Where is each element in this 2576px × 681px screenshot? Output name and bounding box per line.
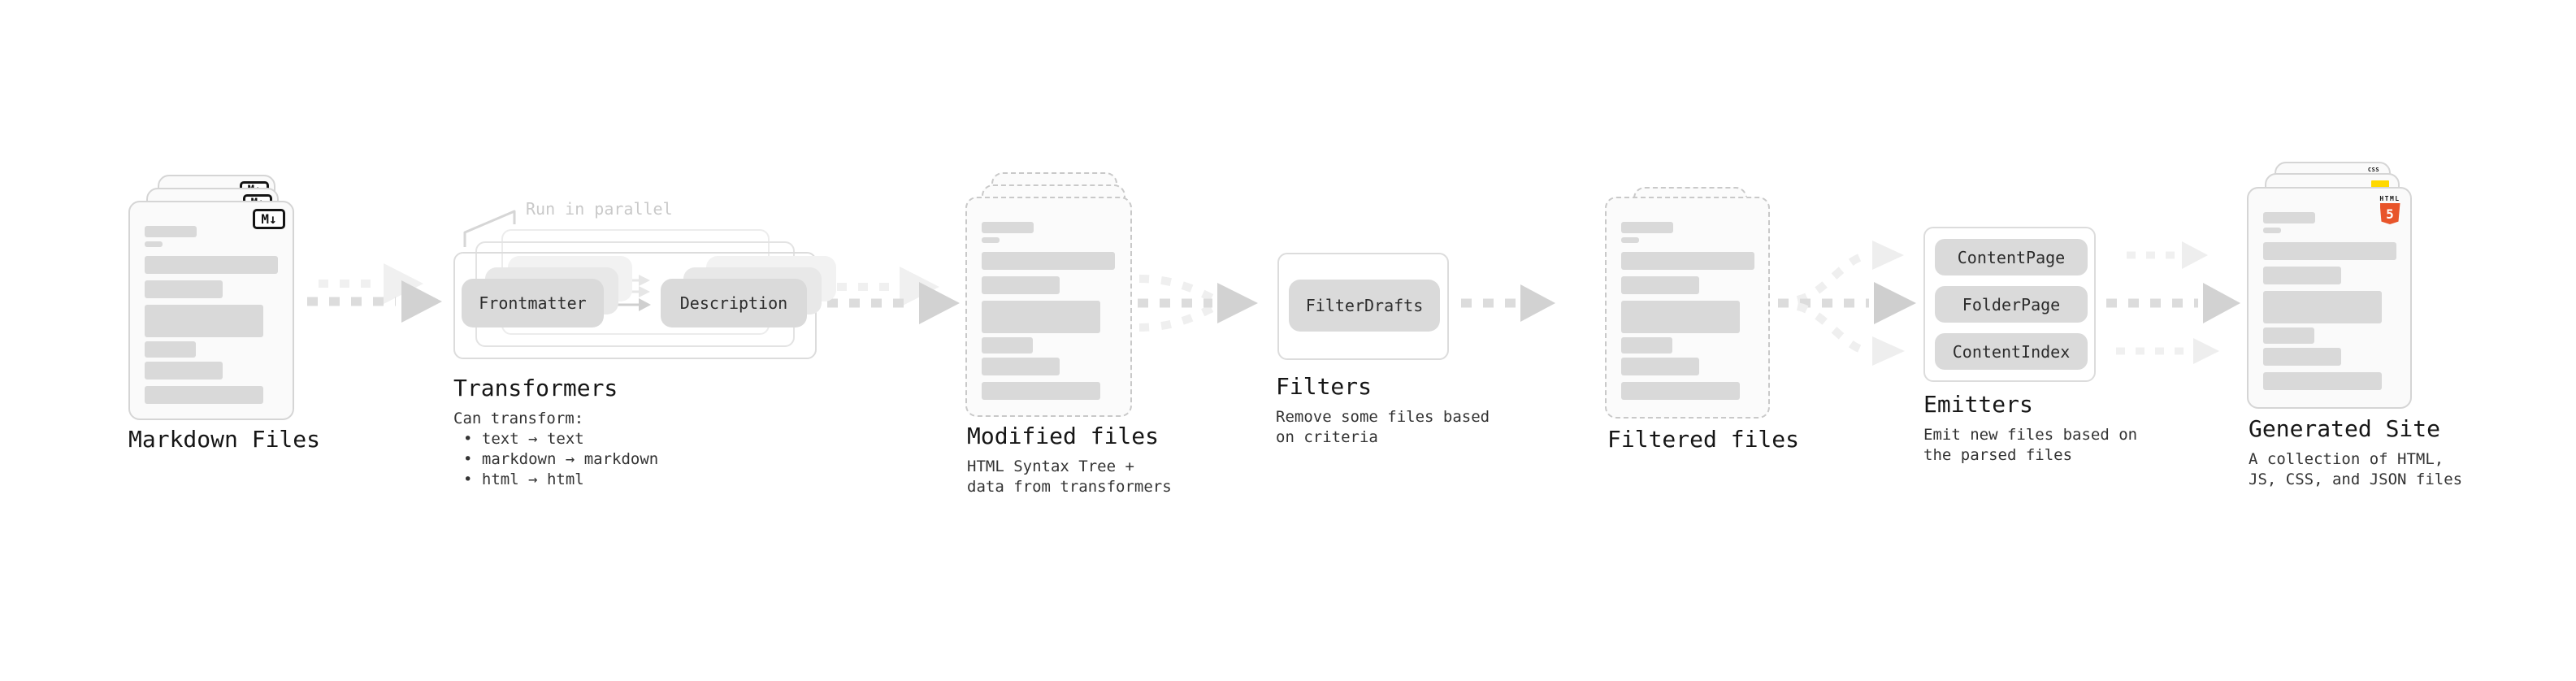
placeholder-line — [1621, 382, 1740, 400]
markdown-file-card-front: M↓ — [128, 201, 294, 420]
description-pill: Description — [661, 279, 807, 327]
placeholder-line — [1621, 252, 1754, 270]
placeholder-line — [2263, 291, 2382, 323]
run-in-parallel-label: Run in parallel — [526, 199, 673, 219]
filters-description: Remove some files based on criteria — [1276, 408, 1490, 446]
placeholder-line — [2263, 212, 2315, 223]
placeholder-line — [1621, 301, 1740, 333]
modified-file-card-front — [965, 197, 1132, 417]
placeholder-line — [982, 252, 1115, 270]
placeholder-line — [145, 241, 163, 247]
html5-icon: HTML 5 — [2379, 195, 2400, 224]
placeholder-line — [145, 280, 223, 298]
modified-files-description: HTML Syntax Tree + data from transformer… — [967, 458, 1172, 496]
placeholder-line — [1621, 276, 1699, 294]
placeholder-line — [982, 358, 1060, 375]
arrow-emitters-to-generated — [2106, 241, 2240, 364]
placeholder-line — [1621, 358, 1699, 375]
contentpage-pill: ContentPage — [1935, 239, 2088, 275]
markdown-icon: M↓ — [253, 209, 285, 229]
emitters-title: Emitters — [1923, 391, 2033, 418]
placeholder-line — [2263, 228, 2281, 233]
generated-site-description: A collection of HTML, JS, CSS, and JSON … — [2249, 450, 2463, 488]
placeholder-line — [982, 337, 1033, 354]
filters-box: FilterDrafts — [1277, 253, 1449, 360]
generated-site-title: Generated Site — [2249, 415, 2441, 442]
placeholder-line — [1621, 337, 1672, 354]
placeholder-line — [982, 222, 1034, 233]
filters-title: Filters — [1276, 373, 1373, 400]
placeholder-line — [145, 305, 263, 337]
placeholder-line — [2263, 242, 2396, 260]
frontmatter-pill: Frontmatter — [462, 279, 604, 327]
arrow-filtered-to-emitters — [1778, 241, 1916, 366]
generated-file-card-front: HTML 5 — [2247, 187, 2412, 409]
filtered-file-card-front — [1605, 197, 1770, 419]
placeholder-line — [982, 276, 1060, 294]
placeholder-line — [1621, 237, 1639, 243]
contentindex-pill: ContentIndex — [1935, 333, 2088, 370]
placeholder-line — [1621, 222, 1673, 233]
placeholder-line — [2263, 327, 2314, 344]
arrow-filters-to-filtered — [1461, 284, 1555, 322]
markdown-files-title: Markdown Files — [128, 426, 321, 453]
arrow-modified-to-filters — [1138, 275, 1258, 332]
filterdrafts-pill: FilterDrafts — [1289, 280, 1440, 332]
placeholder-line — [982, 237, 1000, 243]
transformers-title: Transformers — [453, 375, 618, 401]
folderpage-pill: FolderPage — [1935, 286, 2088, 323]
placeholder-line — [145, 226, 197, 237]
placeholder-line — [2263, 267, 2341, 284]
modified-files-title: Modified files — [967, 423, 1160, 449]
placeholder-line — [145, 256, 278, 274]
transformers-description: Can transform: • text → text • markdown … — [453, 410, 659, 488]
placeholder-line — [145, 341, 196, 358]
filtered-files-title: Filtered files — [1607, 426, 1800, 453]
placeholder-line — [2263, 348, 2341, 366]
arrow-markdown-to-transformers — [307, 263, 442, 323]
placeholder-line — [145, 386, 263, 404]
placeholder-line — [982, 301, 1100, 333]
emitters-description: Emit new files based on the parsed files — [1923, 426, 2138, 464]
js-icon — [2371, 180, 2389, 189]
placeholder-line — [982, 382, 1100, 400]
arrow-transformers-to-modified — [827, 267, 960, 324]
callout-line — [463, 210, 516, 247]
emitters-box: ContentPage FolderPage ContentIndex — [1923, 227, 2096, 382]
placeholder-line — [145, 362, 223, 380]
placeholder-line — [2263, 372, 2382, 390]
